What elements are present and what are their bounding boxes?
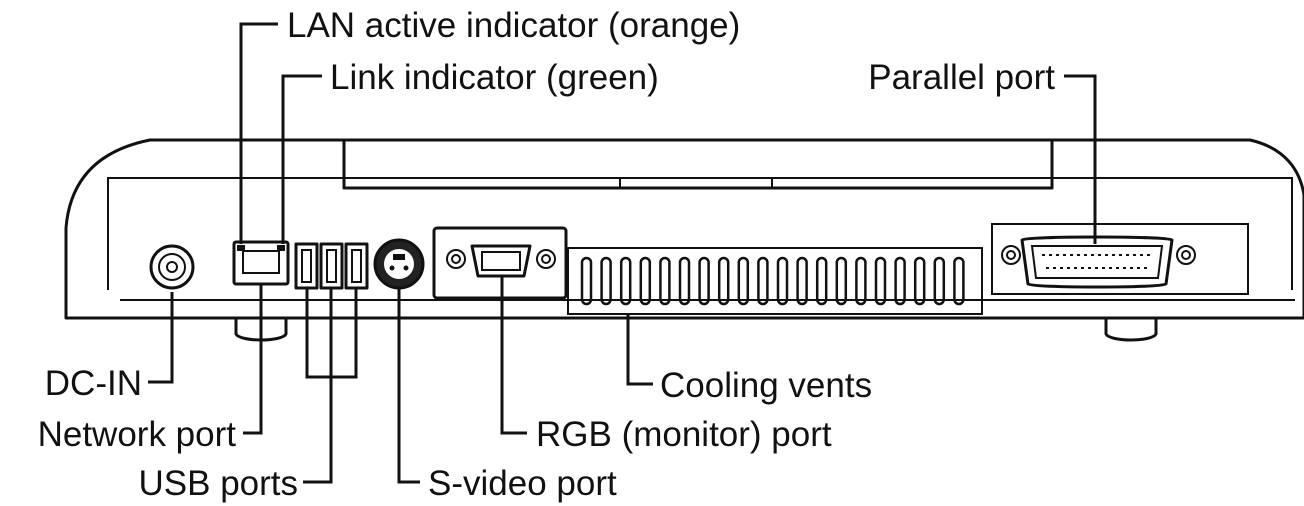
label-cooling-vents: Cooling vents (660, 366, 872, 405)
vent-slot (796, 256, 808, 306)
label-network-port: Network port (38, 415, 237, 454)
laptop-rear-chassis (64, 138, 1304, 320)
leader-lines (148, 22, 1097, 484)
vent-slot (815, 256, 828, 306)
vent-slot (953, 256, 965, 306)
label-dc-in: DC-IN (45, 364, 142, 403)
label-usb-ports: USB ports (139, 464, 299, 503)
vent-slot (619, 256, 632, 306)
label-s-video-port: S-video port (428, 464, 617, 503)
parallel-port-connector (991, 223, 1249, 295)
rgb-port-connector (432, 226, 568, 300)
vent-slot (855, 256, 867, 306)
vent-slot (737, 256, 750, 306)
vent-slot (776, 256, 789, 306)
vent-slot (913, 256, 926, 306)
cooling-vents-grille (567, 247, 983, 315)
vent-slot (659, 256, 671, 306)
network-port-jack (232, 240, 290, 286)
vent-slot (580, 256, 593, 306)
label-link-indicator: Link indicator (green) (330, 58, 659, 97)
label-parallel-port: Parallel port (868, 58, 1055, 97)
label-lan-active-indicator: LAN active indicator (orange) (287, 6, 740, 45)
vent-slot (698, 256, 710, 306)
dc-in-jack (149, 244, 195, 290)
s-video-jack (373, 238, 425, 290)
vent-slot (835, 256, 848, 306)
usb-ports-group (294, 242, 369, 290)
vent-slot (639, 256, 652, 306)
vent-slot (678, 256, 691, 306)
vent-slot (600, 256, 612, 306)
vent-slot (717, 256, 730, 306)
rubber-feet (234, 318, 1158, 342)
vent-slot (874, 256, 887, 306)
label-rgb-port: RGB (monitor) port (536, 415, 832, 454)
vent-slot (894, 256, 906, 306)
vent-slot (757, 256, 769, 306)
vent-slot (933, 256, 946, 306)
